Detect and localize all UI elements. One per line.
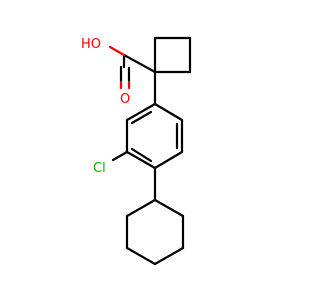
- benzene-ring: [125, 102, 184, 170]
- carboxylic-acid-group: [108, 45, 157, 90]
- structure-canvas: HO O Cl: [81, 36, 192, 266]
- chlorine-label: Cl: [93, 161, 106, 176]
- c-oh-bond-red: [108, 45, 126, 57]
- c-cl-bond: [111, 150, 129, 162]
- cyclohexane-ring: [125, 198, 185, 266]
- carbonyl-oxygen-label: O: [120, 92, 130, 107]
- hydroxyl-label: HO: [81, 37, 101, 52]
- c-oh-bond: [122, 53, 157, 74]
- molecule-structure: HO O Cl: [81, 36, 192, 266]
- cyclobutane-ring: [153, 36, 192, 74]
